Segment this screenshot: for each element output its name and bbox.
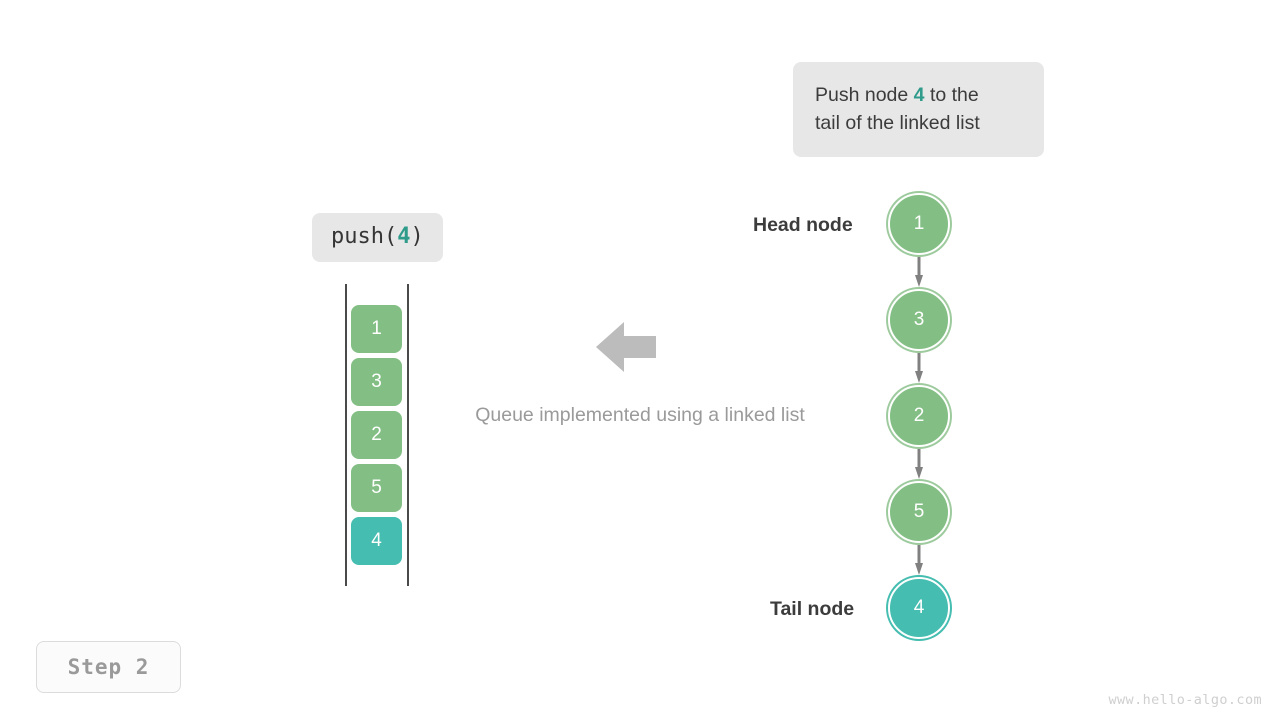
arrow-left-icon xyxy=(596,322,656,372)
queue-cell: 2 xyxy=(351,411,402,459)
operation-argument: 4 xyxy=(397,224,411,249)
linked-list-node-head: 1 xyxy=(888,193,950,255)
head-node-label: Head node xyxy=(753,214,853,236)
queue-cell: 3 xyxy=(351,358,402,406)
tail-node-label: Tail node xyxy=(770,598,855,620)
description-line1-prefix: Push node xyxy=(815,84,914,106)
description-line2: tail of the linked list xyxy=(815,112,980,134)
link-arrow-3-to-2 xyxy=(915,351,923,383)
linked-list-node-tail: 4 xyxy=(888,577,950,639)
description-accent-value: 4 xyxy=(913,84,925,106)
linked-list-node: 3 xyxy=(888,289,950,351)
link-arrow-2-to-5 xyxy=(915,447,923,479)
description-line1-suffix: to the xyxy=(924,84,979,106)
link-arrow-1-to-3 xyxy=(915,255,923,287)
watermark: www.hello-algo.com xyxy=(1108,692,1262,708)
operation-chip: push(4) xyxy=(312,213,443,262)
operation-suffix: ) xyxy=(410,224,424,249)
queue-cell-list: 1 3 2 5 4 xyxy=(351,305,402,570)
linked-list-node: 5 xyxy=(888,481,950,543)
queue-cell-new: 4 xyxy=(351,517,402,565)
operation-prefix: push( xyxy=(331,224,398,249)
step-badge: Step 2 xyxy=(36,641,181,693)
diagram-caption: Queue implemented using a linked list xyxy=(475,404,805,426)
queue-container: 1 3 2 5 4 xyxy=(345,284,409,586)
queue-cell: 5 xyxy=(351,464,402,512)
queue-rail-left xyxy=(345,284,347,586)
linked-list-node: 2 xyxy=(888,385,950,447)
link-arrow-5-to-4 xyxy=(915,543,923,575)
queue-cell: 1 xyxy=(351,305,402,353)
description-callout: Push node 4 to the tail of the linked li… xyxy=(793,62,1044,157)
queue-rail-right xyxy=(407,284,409,586)
